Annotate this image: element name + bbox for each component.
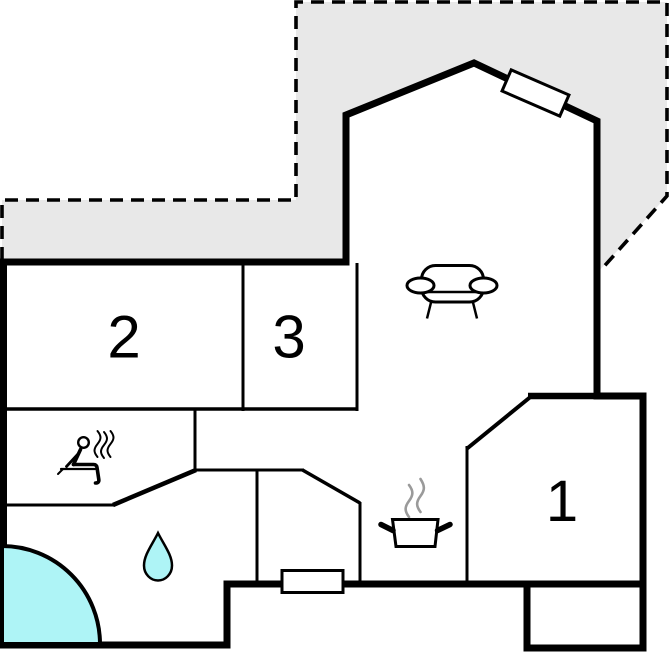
- building-outline: [0, 59, 647, 652]
- sofa-icon: [405, 264, 499, 319]
- window-top-icon: [500, 67, 571, 119]
- sauna-steam-icon: [93, 430, 115, 459]
- pot-steam-icon: [404, 477, 426, 519]
- window-bottom-icon: [280, 569, 345, 594]
- cooking-pot-icon: [378, 518, 453, 548]
- terrace-area: [2, 2, 667, 271]
- room-label-3: 3: [272, 304, 305, 371]
- hall-wall-diagonal: [301, 468, 361, 505]
- room-label-1: 1: [546, 469, 578, 534]
- water-drop-icon: [142, 530, 174, 582]
- corner-bathtub-icon: [0, 543, 103, 646]
- sauna-diagonal-wall: [112, 467, 197, 508]
- room-label-2: 2: [107, 304, 140, 371]
- interior-walls: [2, 263, 533, 582]
- room1-diagonal-wall: [465, 394, 533, 451]
- sauna-person-icon: [57, 436, 101, 485]
- terrace-dashed-boundary: [0, 0, 669, 273]
